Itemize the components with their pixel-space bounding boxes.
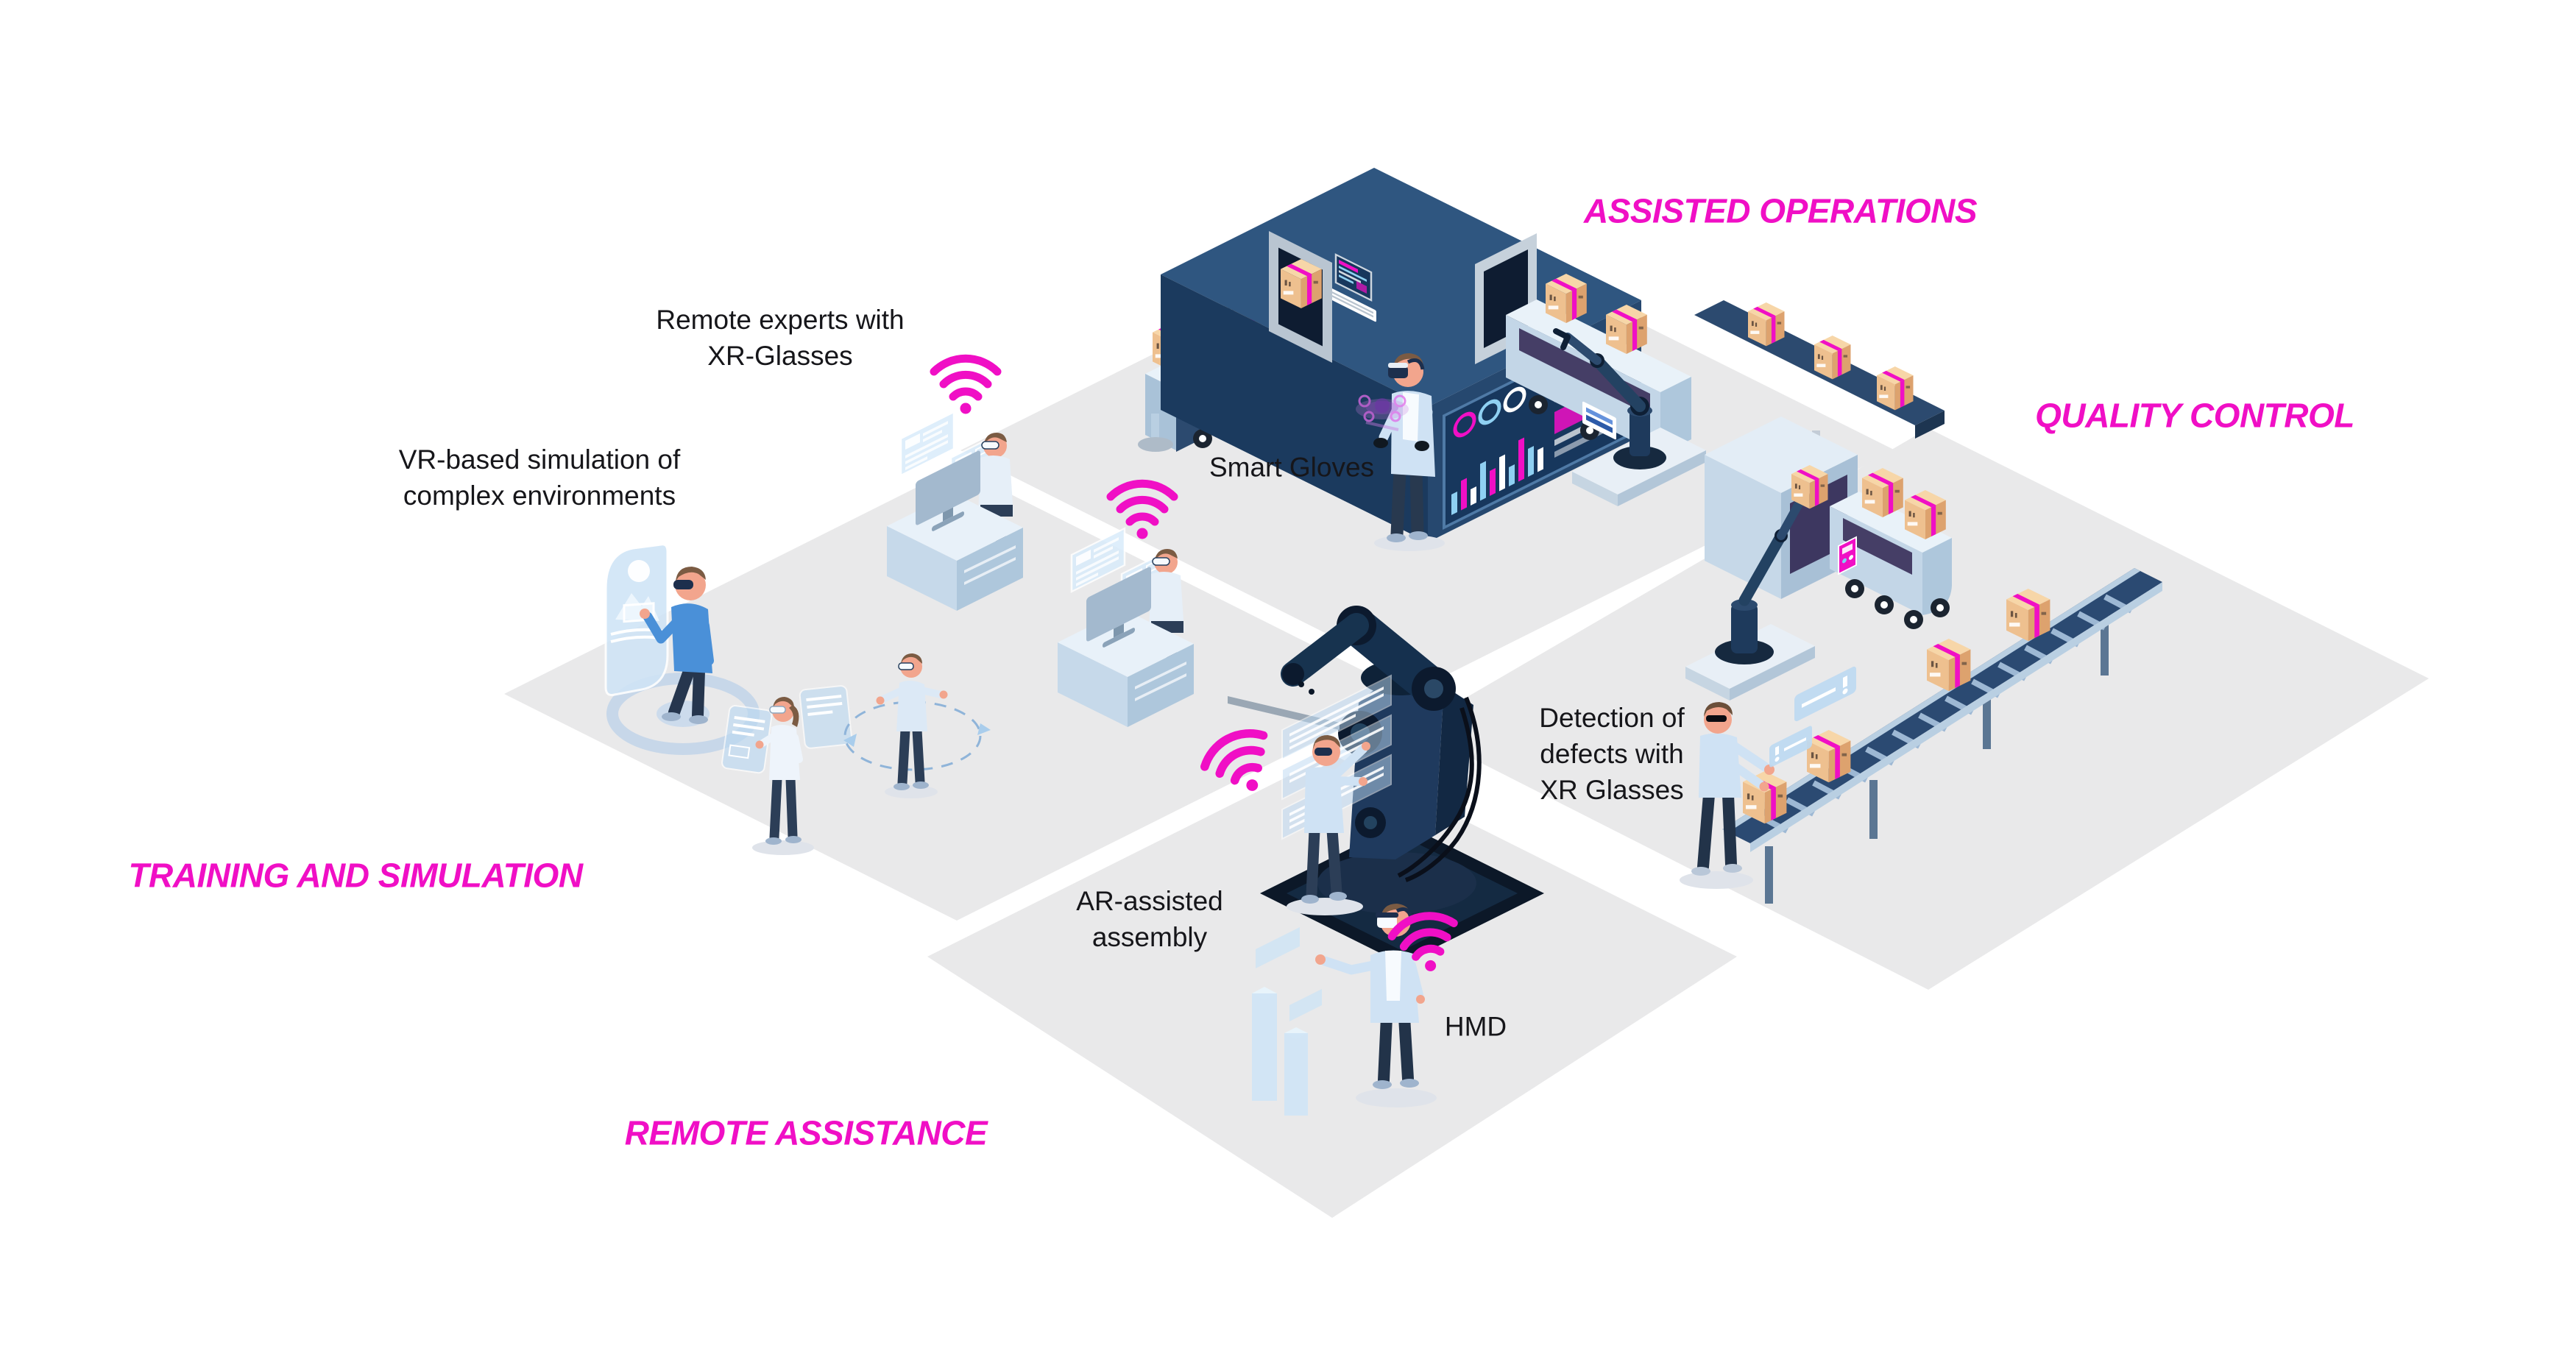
hologram-panel-left [721, 705, 773, 774]
hologram-bar-chart [1252, 927, 1322, 1116]
wifi-icon [934, 358, 997, 414]
vr-trainee-man [640, 567, 714, 724]
training-zone [604, 412, 1194, 855]
qc-conveyor [1830, 468, 1952, 629]
machine-face-left [1161, 274, 1428, 542]
info-sign [1582, 401, 1616, 440]
smart-gloves-person [1356, 353, 1445, 551]
technician-person [1287, 735, 1370, 915]
keyboard-shelf [1329, 287, 1376, 322]
pedestal-robot-arm [1553, 328, 1706, 506]
hmd-headset [1377, 915, 1397, 928]
large-robot-arm [1228, 606, 1544, 964]
operator-monitor [1334, 253, 1373, 302]
platform-training [504, 467, 1409, 921]
hologram-alert-tooltips [1769, 666, 1856, 767]
qc-control-panel [1838, 536, 1857, 575]
vr-trainee-woman [721, 685, 853, 855]
xr-glasses [1314, 748, 1332, 756]
assisted-operations-machine [1138, 168, 1945, 551]
roller-conveyor [1722, 568, 2162, 904]
remote-assistance-zone [1228, 606, 1544, 1116]
qc-robot-arm [1685, 465, 1828, 701]
qc-inspector-person [1680, 666, 1856, 889]
platform-remote-assistance [927, 754, 1737, 1218]
hologram-board [604, 543, 669, 696]
hologram-panel-right [799, 685, 853, 749]
vr-trainee-spinning [843, 653, 991, 798]
hologram-drone [1356, 394, 1409, 431]
vr-headset [673, 580, 693, 589]
conveyor-right [1506, 274, 1691, 464]
quality-control-station [1680, 416, 2162, 904]
xr-glasses [1706, 715, 1727, 722]
